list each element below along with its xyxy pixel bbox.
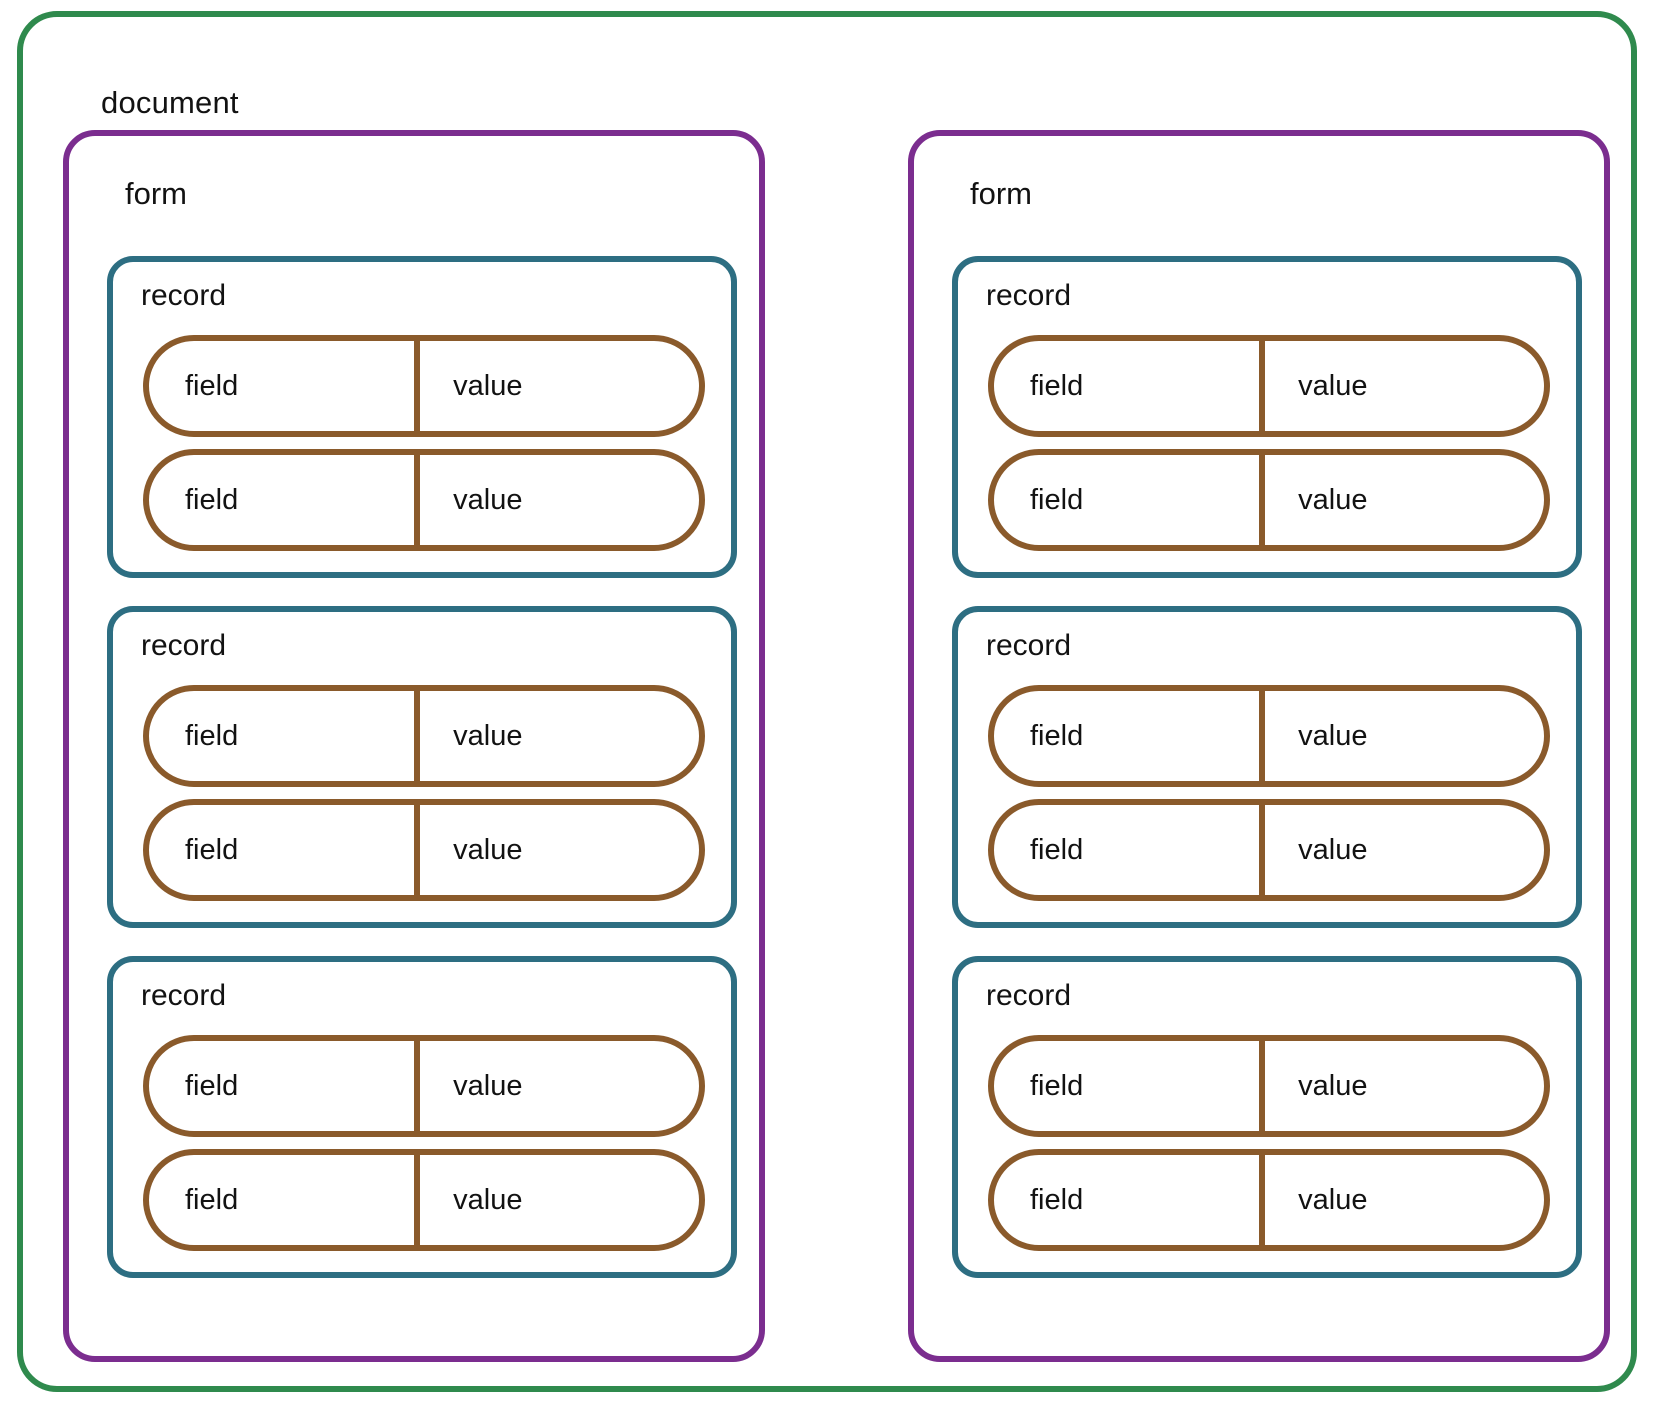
field-value-pill: field value <box>143 1149 705 1251</box>
records-stack-2: record field value field value <box>952 256 1582 1278</box>
record-label: record <box>986 629 1072 662</box>
field-value-pairs: field value field value <box>143 335 705 551</box>
form-container-2: form record field value field <box>908 130 1610 1362</box>
record-label: record <box>986 979 1072 1012</box>
field-value-pill: field value <box>988 685 1550 787</box>
record-container: record field value field value <box>107 606 737 928</box>
field-cell: field <box>1030 833 1084 866</box>
records-stack-1: record field value field value <box>107 256 737 1278</box>
pill-divider <box>414 799 420 901</box>
value-cell: value <box>1298 483 1368 516</box>
field-value-pairs: field value field value <box>143 685 705 901</box>
record-container: record field value field value <box>952 256 1582 578</box>
field-value-pill: field value <box>143 799 705 901</box>
pill-divider <box>1259 1149 1265 1251</box>
field-cell: field <box>1030 1183 1084 1216</box>
pill-divider <box>1259 799 1265 901</box>
record-label: record <box>141 629 227 662</box>
field-value-pill: field value <box>143 335 705 437</box>
field-value-pairs: field value field value <box>988 1035 1550 1251</box>
field-value-pill: field value <box>143 685 705 787</box>
pill-divider <box>414 1149 420 1251</box>
record-container: record field value field value <box>107 956 737 1278</box>
field-cell: field <box>185 369 239 402</box>
form-container-1: form record field value field <box>63 130 765 1362</box>
value-cell: value <box>453 1183 523 1216</box>
record-container: record field value field value <box>952 606 1582 928</box>
field-value-pill: field value <box>988 799 1550 901</box>
value-cell: value <box>1298 1069 1368 1102</box>
field-cell: field <box>185 1183 239 1216</box>
field-value-pairs: field value field value <box>988 335 1550 551</box>
record-label: record <box>141 279 227 312</box>
pill-divider <box>1259 449 1265 551</box>
field-cell: field <box>185 719 239 752</box>
value-cell: value <box>1298 369 1368 402</box>
pill-divider <box>1259 1035 1265 1137</box>
field-cell: field <box>1030 369 1084 402</box>
pill-divider <box>414 335 420 437</box>
value-cell: value <box>453 1069 523 1102</box>
pill-divider <box>414 449 420 551</box>
forms-row: form record field value field <box>63 130 1610 1362</box>
field-cell: field <box>1030 719 1084 752</box>
pill-divider <box>414 1035 420 1137</box>
field-cell: field <box>185 1069 239 1102</box>
form-label: form <box>970 176 1032 211</box>
value-cell: value <box>1298 1183 1368 1216</box>
form-label: form <box>125 176 187 211</box>
record-label: record <box>141 979 227 1012</box>
field-cell: field <box>1030 1069 1084 1102</box>
field-value-pairs: field value field value <box>988 685 1550 901</box>
value-cell: value <box>453 369 523 402</box>
field-cell: field <box>185 483 239 516</box>
pill-divider <box>1259 335 1265 437</box>
field-value-pill: field value <box>988 335 1550 437</box>
field-cell: field <box>185 833 239 866</box>
pill-divider <box>1259 685 1265 787</box>
field-value-pairs: field value field value <box>143 1035 705 1251</box>
value-cell: value <box>1298 833 1368 866</box>
record-label: record <box>986 279 1072 312</box>
record-container: record field value field value <box>952 956 1582 1278</box>
field-value-pill: field value <box>143 449 705 551</box>
field-value-pill: field value <box>988 1035 1550 1137</box>
document-label: document <box>101 85 239 120</box>
value-cell: value <box>453 719 523 752</box>
field-value-pill: field value <box>988 1149 1550 1251</box>
field-value-pill: field value <box>988 449 1550 551</box>
field-value-pill: field value <box>143 1035 705 1137</box>
value-cell: value <box>453 833 523 866</box>
pill-divider <box>414 685 420 787</box>
value-cell: value <box>1298 719 1368 752</box>
document-container: document form record field value <box>17 11 1637 1392</box>
value-cell: value <box>453 483 523 516</box>
field-cell: field <box>1030 483 1084 516</box>
record-container: record field value field value <box>107 256 737 578</box>
